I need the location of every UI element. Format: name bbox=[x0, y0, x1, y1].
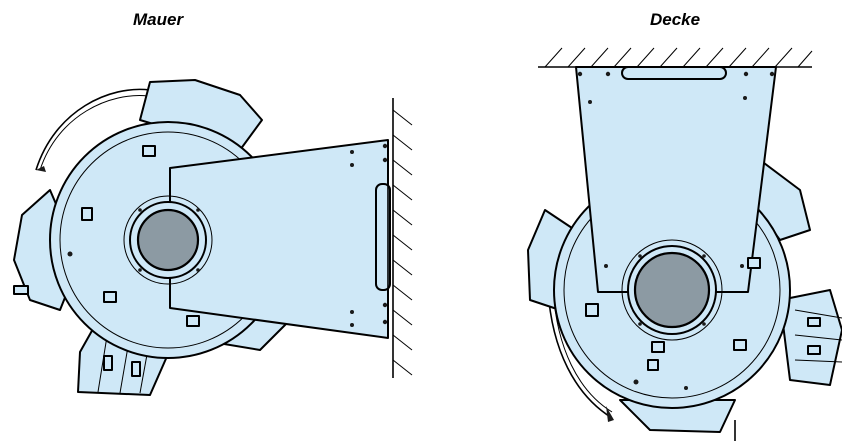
bracket-screws bbox=[350, 143, 388, 327]
housing-lobe-top bbox=[139, 79, 263, 151]
caption-ceiling-mount: Decke bbox=[650, 10, 701, 29]
ceiling-bracket-screws bbox=[577, 71, 775, 268]
bracket-slot bbox=[375, 183, 391, 291]
ceiling-lens-window bbox=[633, 251, 711, 329]
carry-handle bbox=[35, 88, 151, 171]
housing-clips bbox=[13, 145, 200, 327]
wall-hatching bbox=[392, 98, 413, 378]
ceiling-bracket-slot bbox=[621, 66, 727, 80]
wall-mount-figure bbox=[13, 79, 413, 396]
ceiling-mount-figure bbox=[527, 47, 842, 441]
lens-window bbox=[136, 208, 200, 272]
ceiling-housing-clips bbox=[585, 257, 761, 390]
ceiling-hatching bbox=[538, 47, 813, 68]
carry-handle-ceiling bbox=[547, 289, 613, 419]
caption-wall-mount: Mauer bbox=[133, 10, 184, 29]
